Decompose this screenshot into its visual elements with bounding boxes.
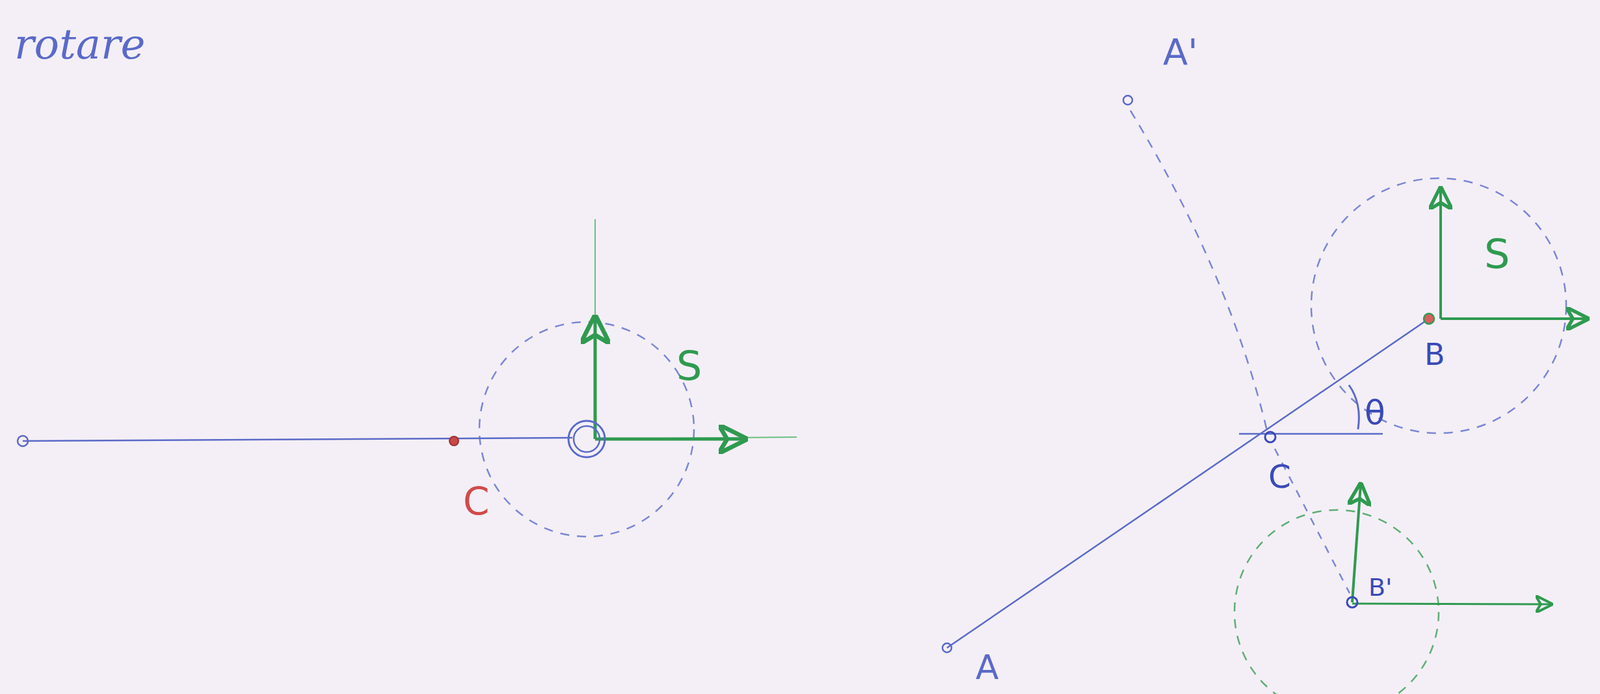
joint-circle — [568, 420, 605, 458]
end-point — [942, 643, 952, 653]
point-label: S — [1484, 234, 1510, 275]
dashed-circle — [1311, 178, 1567, 434]
rod-line — [946, 318, 1429, 648]
axis-line — [594, 219, 596, 440]
joint-point — [1423, 313, 1435, 324]
point-label: S — [676, 346, 702, 387]
end-point — [1123, 95, 1133, 105]
dashed-circle — [479, 321, 694, 537]
point-label: C — [463, 482, 490, 521]
rotation-arc — [1130, 110, 1267, 431]
center-point — [449, 436, 459, 446]
x-axis-arrow — [1440, 317, 1587, 320]
point-label: θ — [1364, 395, 1386, 430]
center-point — [1265, 431, 1276, 443]
dashed-circle — [1234, 509, 1439, 694]
joint-point — [1346, 597, 1358, 608]
y-axis-arrow — [593, 317, 598, 440]
axis-line — [595, 437, 797, 440]
rod-line — [22, 437, 573, 441]
y-axis-arrow — [1439, 188, 1442, 319]
point-label: C — [1268, 460, 1292, 494]
point-label: A' — [1162, 33, 1199, 71]
y-axis-arrow — [1352, 484, 1361, 603]
joint-circle — [573, 426, 600, 453]
title-note: rotare — [14, 23, 146, 66]
point-label: A — [975, 650, 1000, 685]
reference-line — [1239, 433, 1383, 436]
point-label: B' — [1368, 574, 1393, 600]
point-label: B — [1424, 339, 1446, 370]
x-axis-arrow — [595, 437, 745, 441]
end-point — [17, 435, 28, 447]
angle-arc — [1348, 385, 1359, 430]
x-axis-arrow — [1352, 603, 1552, 605]
